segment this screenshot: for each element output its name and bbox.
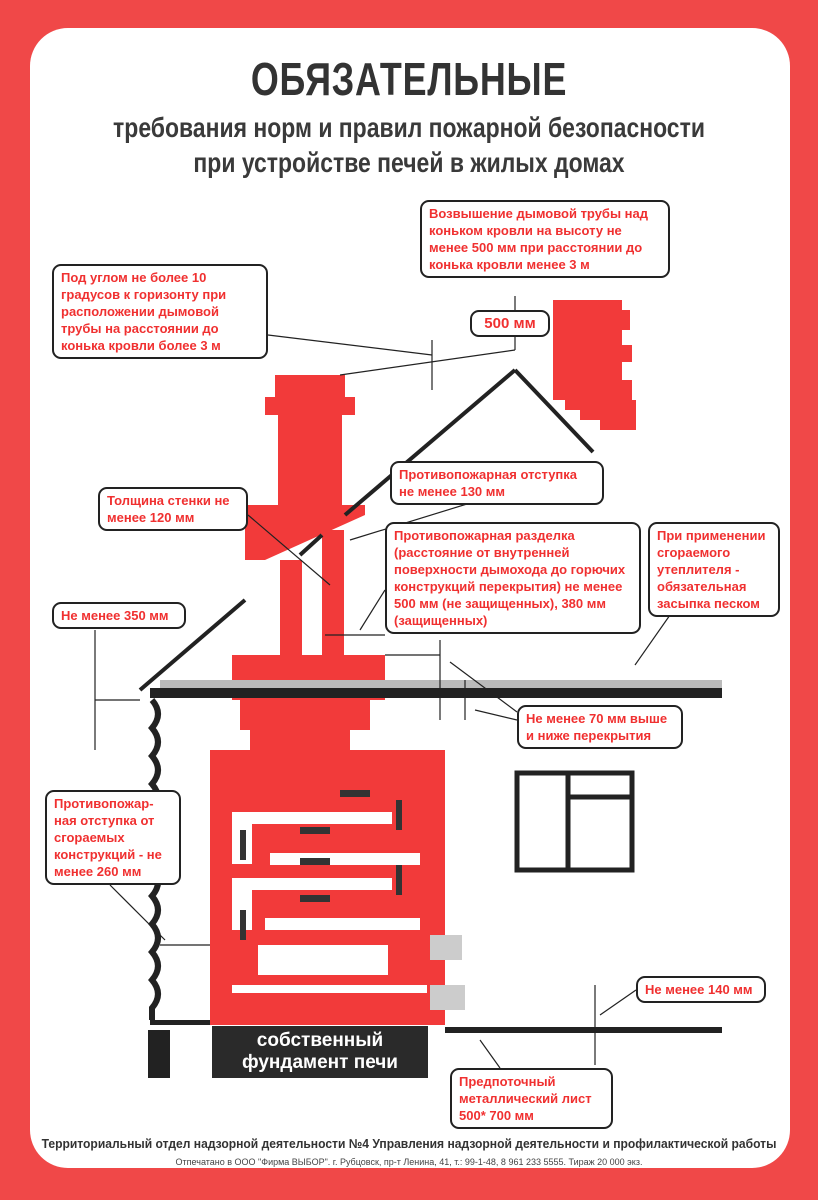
- leader-lines: [94, 296, 671, 1069]
- callout-chimney-height: Возвышение дымовой трубы над коньком кро…: [420, 200, 670, 278]
- chimney-roof-pass: [245, 505, 365, 560]
- ash-door: [430, 985, 465, 1010]
- callout-500mm: 500 мм: [470, 310, 550, 337]
- foundation-line-1: собственный: [256, 1030, 384, 1051]
- callout-70mm: Не менее 70 мм выше и ниже перекрытия: [517, 705, 683, 749]
- chimney-top: [275, 375, 345, 397]
- sand-fill: [160, 680, 722, 688]
- chimney-pipe-left: [280, 560, 302, 655]
- floor: [445, 1027, 722, 1033]
- window: [514, 770, 635, 873]
- house-foundation: [148, 1030, 170, 1078]
- callout-140mm: Не менее 140 мм: [636, 976, 766, 1003]
- footer-org: Территориальный отдел надзорной деятельн…: [41, 1136, 777, 1151]
- roof: [138, 368, 595, 692]
- callout-insulation: При применении сгораемого утеплителя - о…: [648, 522, 780, 617]
- callout-wall-120: Толщина стенки не менее 120 мм: [98, 487, 248, 531]
- poster-title: ОБЯЗАТЕЛЬНЫЕ: [250, 53, 568, 105]
- callout-metal-sheet: Предпоточный металлический лист 500* 700…: [450, 1068, 613, 1129]
- chimney-pipe-right: [322, 530, 344, 655]
- smoke-channels: [232, 812, 427, 993]
- chimney-stack: [278, 415, 342, 505]
- flow-arrow-icons: [240, 790, 402, 940]
- footer-print-info: Отпечатано в ООО "Фирма ВЫБОР". г. Рубцо…: [175, 1157, 643, 1167]
- chimney-cap: [265, 397, 355, 415]
- callout-offset-130: Противопожарная отступка не менее 130 мм: [390, 461, 604, 505]
- callout-angle: Под углом не более 10 градусов к горизон…: [52, 264, 268, 359]
- callout-offset-260: Противопожар-ная отступка от сгораемых к…: [45, 790, 181, 885]
- floor-left: [150, 1020, 210, 1025]
- foundation-label: собственный фундамент печи: [212, 1026, 428, 1078]
- callout-razdelka: Противопожарная разделка (расстояние от …: [385, 522, 641, 634]
- stove-door: [430, 935, 462, 960]
- chimney-corbel: [232, 655, 385, 750]
- poster-subtitle-1: требования норм и правил пожарной безопа…: [113, 112, 705, 143]
- ceiling: [150, 688, 722, 698]
- poster-subtitle-2: при устройстве печей в жилых домах: [193, 147, 625, 178]
- callout-350mm: Не менее 350 мм: [52, 602, 186, 629]
- ridge-chimney: [553, 300, 636, 430]
- foundation-line-2: фундамент печи: [241, 1052, 398, 1073]
